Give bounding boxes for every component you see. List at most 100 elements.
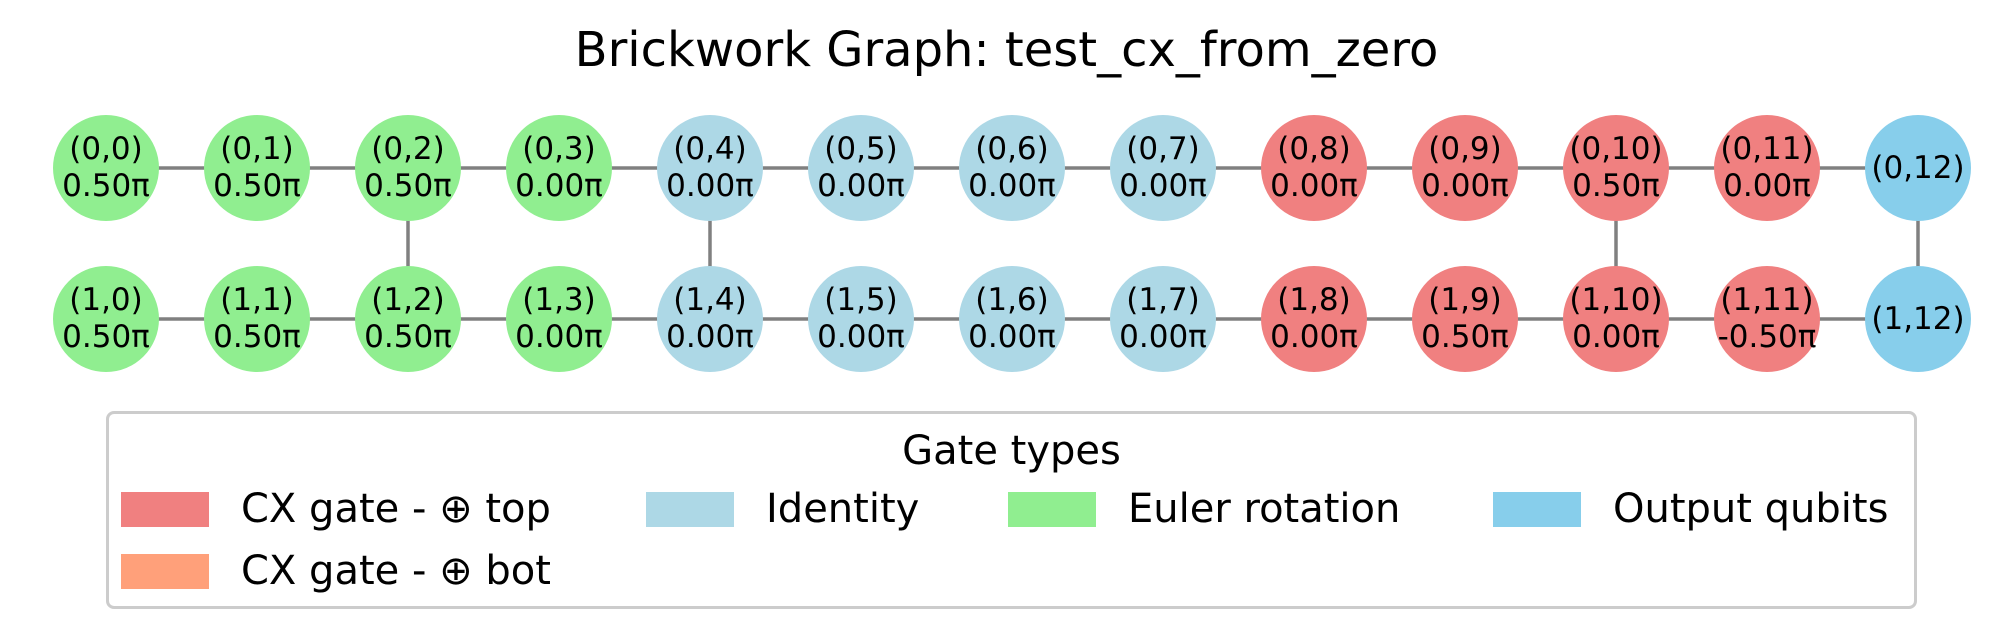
node-angle-1-6: 0.00π bbox=[968, 319, 1056, 355]
node-label-0-5: (0,5) bbox=[824, 131, 898, 167]
node-1-10: (1,10)0.00π bbox=[1563, 266, 1669, 372]
node-label-1-3: (1,3) bbox=[522, 282, 596, 318]
node-angle-0-2: 0.50π bbox=[364, 168, 452, 204]
node-circle-1-4 bbox=[657, 266, 763, 372]
node-0-11: (0,11)0.00π bbox=[1714, 115, 1820, 221]
node-label-1-7: (1,7) bbox=[1126, 282, 1200, 318]
node-0-12: (0,12) bbox=[1865, 115, 1971, 221]
node-label-0-2: (0,2) bbox=[371, 131, 445, 167]
node-label-1-6: (1,6) bbox=[975, 282, 1049, 318]
node-angle-0-1: 0.50π bbox=[213, 168, 301, 204]
node-0-3: (0,3)0.00π bbox=[506, 115, 612, 221]
node-1-12: (1,12) bbox=[1865, 266, 1971, 372]
node-label-0-7: (0,7) bbox=[1126, 131, 1200, 167]
node-circle-0-11 bbox=[1714, 115, 1820, 221]
node-circle-0-3 bbox=[506, 115, 612, 221]
node-label-1-9: (1,9) bbox=[1428, 282, 1502, 318]
node-circle-0-0 bbox=[53, 115, 159, 221]
node-1-7: (1,7)0.00π bbox=[1110, 266, 1216, 372]
node-angle-0-11: 0.00π bbox=[1723, 168, 1811, 204]
legend-title: Gate types bbox=[902, 428, 1121, 474]
node-label-1-12: (1,12) bbox=[1871, 301, 1964, 337]
node-angle-1-8: 0.00π bbox=[1270, 319, 1358, 355]
node-label-0-4: (0,4) bbox=[673, 131, 747, 167]
node-angle-1-5: 0.00π bbox=[817, 319, 905, 355]
node-label-0-0: (0,0) bbox=[69, 131, 143, 167]
node-label-1-0: (1,0) bbox=[69, 282, 143, 318]
node-1-9: (1,9)0.50π bbox=[1412, 266, 1518, 372]
node-angle-0-10: 0.50π bbox=[1572, 168, 1660, 204]
legend-swatch-output bbox=[1493, 491, 1581, 527]
node-angle-0-4: 0.00π bbox=[666, 168, 754, 204]
node-0-2: (0,2)0.50π bbox=[355, 115, 461, 221]
graph-title: Brickwork Graph: test_cx_from_zero bbox=[574, 22, 1439, 78]
node-1-5: (1,5)0.00π bbox=[808, 266, 914, 372]
node-circle-1-0 bbox=[53, 266, 159, 372]
node-1-0: (1,0)0.50π bbox=[53, 266, 159, 372]
node-circle-1-6 bbox=[959, 266, 1065, 372]
legend-item-cx-bot: CX gate - ⊕ bot bbox=[121, 546, 551, 596]
node-1-1: (1,1)0.50π bbox=[204, 266, 310, 372]
node-angle-1-0: 0.50π bbox=[62, 319, 150, 355]
legend-label-output: Output qubits bbox=[1613, 486, 1889, 532]
node-circle-0-4 bbox=[657, 115, 763, 221]
node-circle-1-10 bbox=[1563, 266, 1669, 372]
node-circle-0-5 bbox=[808, 115, 914, 221]
node-label-0-9: (0,9) bbox=[1428, 131, 1502, 167]
legend-label-identity: Identity bbox=[766, 486, 920, 532]
node-angle-0-8: 0.00π bbox=[1270, 168, 1358, 204]
node-circle-0-7 bbox=[1110, 115, 1216, 221]
legend-label-euler: Euler rotation bbox=[1128, 486, 1401, 532]
node-1-2: (1,2)0.50π bbox=[355, 266, 461, 372]
node-0-5: (0,5)0.00π bbox=[808, 115, 914, 221]
legend-swatch-cx-top bbox=[121, 491, 209, 527]
node-circle-0-8 bbox=[1261, 115, 1367, 221]
node-angle-1-3: 0.00π bbox=[515, 319, 603, 355]
legend-label-cx-top: CX gate - ⊕ top bbox=[241, 486, 551, 532]
legend-item-identity: Identity bbox=[646, 484, 919, 534]
node-label-1-5: (1,5) bbox=[824, 282, 898, 318]
node-0-4: (0,4)0.00π bbox=[657, 115, 763, 221]
legend: Gate types CX gate - ⊕ top Identity Eule… bbox=[106, 411, 1917, 609]
brickwork-graph: (0,0)0.50π(0,1)0.50π(0,2)0.50π(0,3)0.00π… bbox=[53, 115, 1971, 372]
node-circle-1-11 bbox=[1714, 266, 1820, 372]
node-circle-1-1 bbox=[204, 266, 310, 372]
node-label-1-10: (1,10) bbox=[1569, 282, 1662, 318]
node-angle-0-7: 0.00π bbox=[1119, 168, 1207, 204]
node-angle-1-2: 0.50π bbox=[364, 319, 452, 355]
node-label-0-12: (0,12) bbox=[1871, 150, 1964, 186]
node-circle-0-1 bbox=[204, 115, 310, 221]
node-0-7: (0,7)0.00π bbox=[1110, 115, 1216, 221]
node-angle-1-1: 0.50π bbox=[213, 319, 301, 355]
node-angle-0-6: 0.00π bbox=[968, 168, 1056, 204]
node-1-3: (1,3)0.00π bbox=[506, 266, 612, 372]
node-angle-1-10: 0.00π bbox=[1572, 319, 1660, 355]
node-angle-1-11: -0.50π bbox=[1718, 319, 1817, 355]
node-label-1-8: (1,8) bbox=[1277, 282, 1351, 318]
node-label-0-8: (0,8) bbox=[1277, 131, 1351, 167]
node-label-0-3: (0,3) bbox=[522, 131, 596, 167]
node-angle-0-9: 0.00π bbox=[1421, 168, 1509, 204]
legend-swatch-cx-bot bbox=[121, 553, 209, 589]
node-circle-0-2 bbox=[355, 115, 461, 221]
node-angle-1-7: 0.00π bbox=[1119, 319, 1207, 355]
legend-item-cx-top: CX gate - ⊕ top bbox=[121, 484, 551, 534]
node-label-1-11: (1,11) bbox=[1720, 282, 1813, 318]
node-circle-1-3 bbox=[506, 266, 612, 372]
node-circle-0-9 bbox=[1412, 115, 1518, 221]
node-0-6: (0,6)0.00π bbox=[959, 115, 1065, 221]
node-circle-1-5 bbox=[808, 266, 914, 372]
node-angle-0-0: 0.50π bbox=[62, 168, 150, 204]
node-circle-1-7 bbox=[1110, 266, 1216, 372]
node-1-6: (1,6)0.00π bbox=[959, 266, 1065, 372]
legend-swatch-identity bbox=[646, 491, 734, 527]
graph-nodes: (0,0)0.50π(0,1)0.50π(0,2)0.50π(0,3)0.00π… bbox=[53, 115, 1971, 372]
legend-label-cx-bot: CX gate - ⊕ bot bbox=[241, 548, 551, 594]
node-angle-0-5: 0.00π bbox=[817, 168, 905, 204]
node-label-1-4: (1,4) bbox=[673, 282, 747, 318]
node-circle-1-9 bbox=[1412, 266, 1518, 372]
node-0-0: (0,0)0.50π bbox=[53, 115, 159, 221]
legend-swatch-euler bbox=[1008, 491, 1096, 527]
node-circle-0-6 bbox=[959, 115, 1065, 221]
node-1-8: (1,8)0.00π bbox=[1261, 266, 1367, 372]
